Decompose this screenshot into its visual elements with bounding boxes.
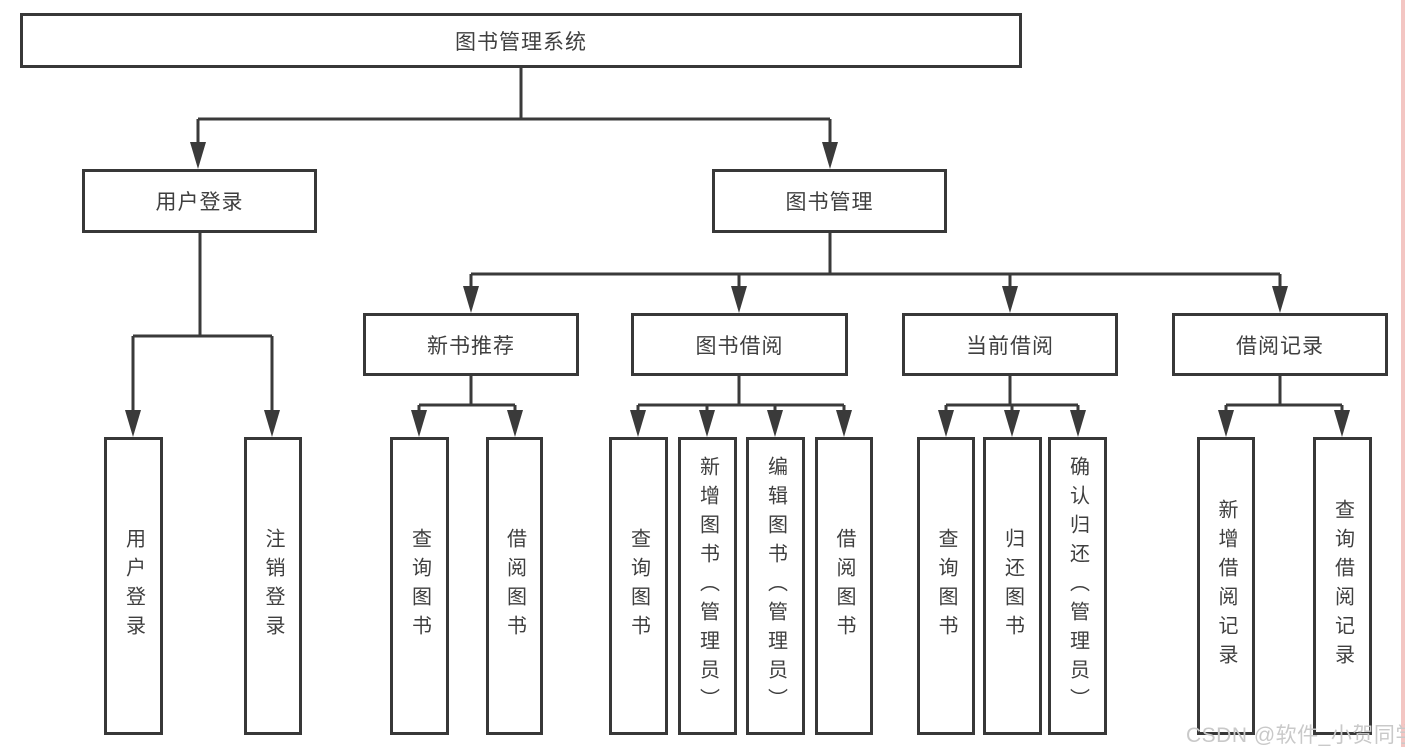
- arrowheads: [125, 142, 1350, 437]
- node-label: 编辑图书（管理员）: [764, 455, 787, 717]
- node-borrow-records: 借阅记录: [1172, 313, 1388, 376]
- node-label: 归还图书: [1001, 528, 1024, 644]
- connector-lines: [131, 68, 1344, 413]
- node-label: 查询图书: [627, 528, 650, 644]
- node-label: 新书推荐: [427, 334, 515, 358]
- node-label: 新增借阅记录: [1215, 499, 1237, 673]
- node-return-books: 归还图书: [983, 437, 1042, 735]
- node-current-borrowing: 当前借阅: [902, 313, 1118, 376]
- node-user-login: 用户登录: [82, 169, 317, 233]
- node-library-system: 图书管理系统: [20, 13, 1022, 68]
- node-label: 图书管理: [785, 191, 874, 214]
- node-label: 查询借阅记录: [1331, 499, 1354, 673]
- node-book-borrowing: 图书借阅: [631, 313, 848, 376]
- node-label: 图书管理系统: [455, 30, 587, 54]
- node-logout-leaf: 注销登录: [244, 437, 302, 735]
- node-label: 用户登录: [155, 191, 244, 214]
- node-query-books-current: 查询图书: [917, 437, 975, 735]
- node-query-borrow-record: 查询借阅记录: [1313, 437, 1372, 735]
- node-confirm-return-admin: 确认归还（管理员）: [1048, 437, 1107, 735]
- node-label: 查询图书: [935, 528, 957, 644]
- node-label: 图书借阅: [695, 334, 784, 358]
- node-label: 当前借阅: [966, 334, 1054, 358]
- node-borrow-books-borrow: 借阅图书: [815, 437, 873, 735]
- csdn-watermark: CSDN @软件_小贺同学: [1186, 724, 1405, 747]
- node-add-borrow-record: 新增借阅记录: [1197, 437, 1255, 735]
- node-label: 借阅图书: [833, 528, 855, 644]
- node-add-books-admin: 新增图书（管理员）: [678, 437, 737, 735]
- node-query-books-recommend: 查询图书: [390, 437, 449, 735]
- node-label: 查询图书: [408, 528, 431, 644]
- node-borrow-books-recommend: 借阅图书: [486, 437, 543, 735]
- node-label: 注销登录: [262, 528, 284, 644]
- node-user-login-leaf: 用户登录: [104, 437, 163, 735]
- right-edge-artifact: [1401, 0, 1405, 747]
- node-label: 借阅图书: [503, 528, 526, 644]
- node-book-management: 图书管理: [712, 169, 947, 233]
- node-query-books-borrow: 查询图书: [609, 437, 668, 735]
- node-label: 用户登录: [122, 528, 145, 644]
- node-edit-books-admin: 编辑图书（管理员）: [746, 437, 805, 735]
- node-label: 借阅记录: [1236, 334, 1324, 358]
- node-label: 新增图书（管理员）: [696, 455, 719, 717]
- node-label: 确认归还（管理员）: [1066, 455, 1089, 717]
- node-new-book-recommend: 新书推荐: [363, 313, 579, 376]
